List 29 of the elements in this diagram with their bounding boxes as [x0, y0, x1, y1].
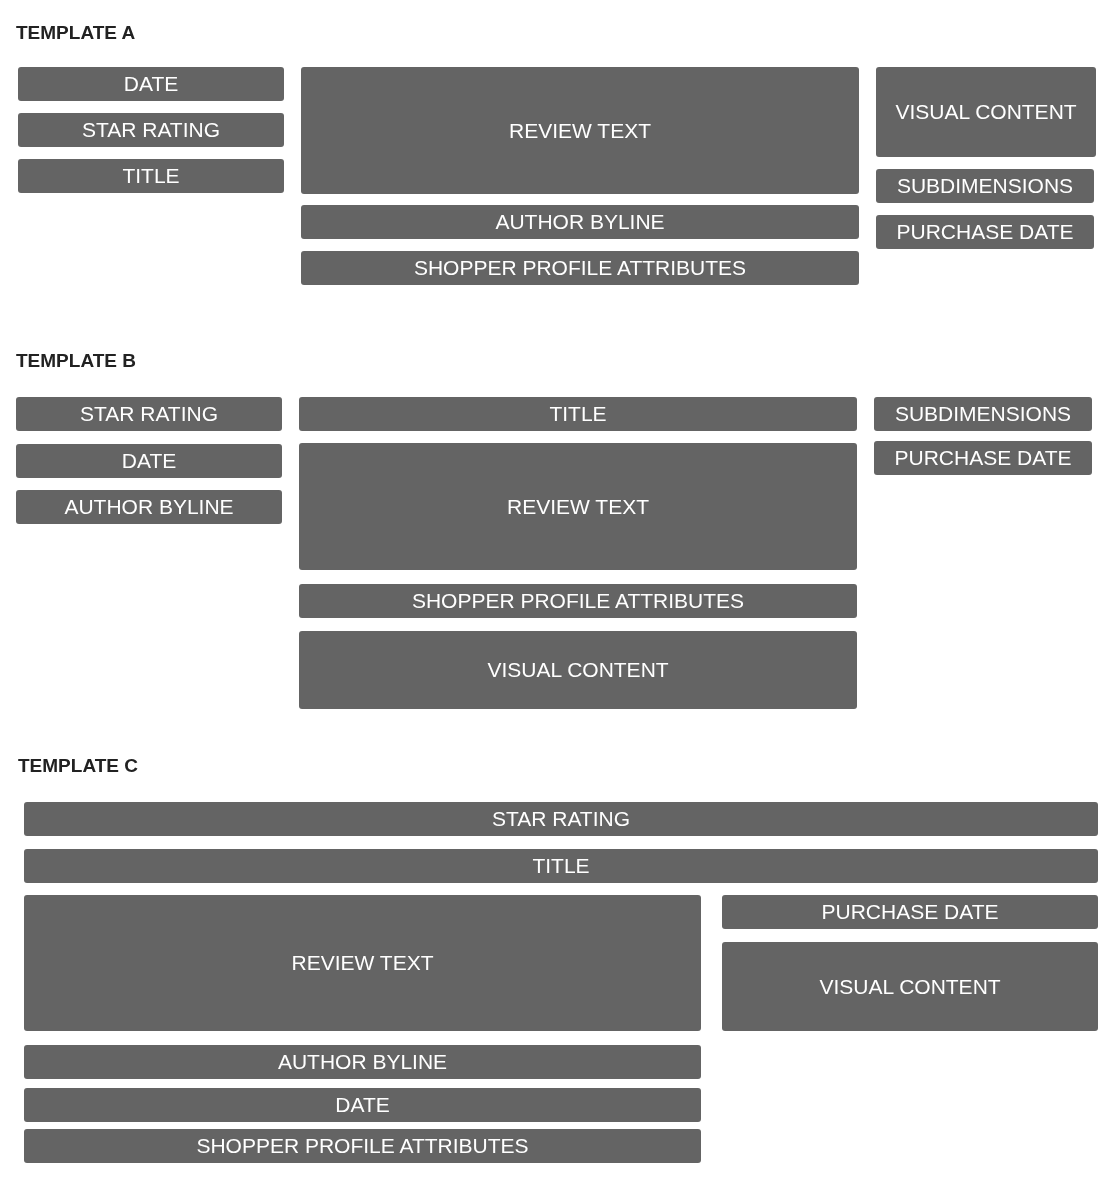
field-block: DATE [18, 67, 284, 101]
field-block: SUBDIMENSIONS [876, 169, 1094, 203]
field-block: TITLE [24, 849, 1098, 883]
field-block: REVIEW TEXT [301, 67, 859, 194]
field-block: STAR RATING [16, 397, 282, 431]
field-block: AUTHOR BYLINE [24, 1045, 701, 1079]
field-block: TITLE [299, 397, 857, 431]
field-block: SHOPPER PROFILE ATTRIBUTES [301, 251, 859, 285]
field-block: STAR RATING [24, 802, 1098, 836]
field-block: DATE [24, 1088, 701, 1122]
field-block: VISUAL CONTENT [876, 67, 1096, 157]
field-block: REVIEW TEXT [299, 443, 857, 570]
field-block: TITLE [18, 159, 284, 193]
section-heading: TEMPLATE B [16, 350, 136, 372]
field-block: VISUAL CONTENT [722, 942, 1098, 1031]
field-block: SHOPPER PROFILE ATTRIBUTES [299, 584, 857, 618]
section-heading: TEMPLATE C [18, 755, 138, 777]
field-block: PURCHASE DATE [722, 895, 1098, 929]
field-block: PURCHASE DATE [876, 215, 1094, 249]
field-block: REVIEW TEXT [24, 895, 701, 1031]
section-heading: TEMPLATE A [16, 22, 136, 44]
field-block: AUTHOR BYLINE [301, 205, 859, 239]
field-block: PURCHASE DATE [874, 441, 1092, 475]
field-block: AUTHOR BYLINE [16, 490, 282, 524]
field-block: VISUAL CONTENT [299, 631, 857, 709]
field-block: SHOPPER PROFILE ATTRIBUTES [24, 1129, 701, 1163]
field-block: STAR RATING [18, 113, 284, 147]
field-block: DATE [16, 444, 282, 478]
field-block: SUBDIMENSIONS [874, 397, 1092, 431]
